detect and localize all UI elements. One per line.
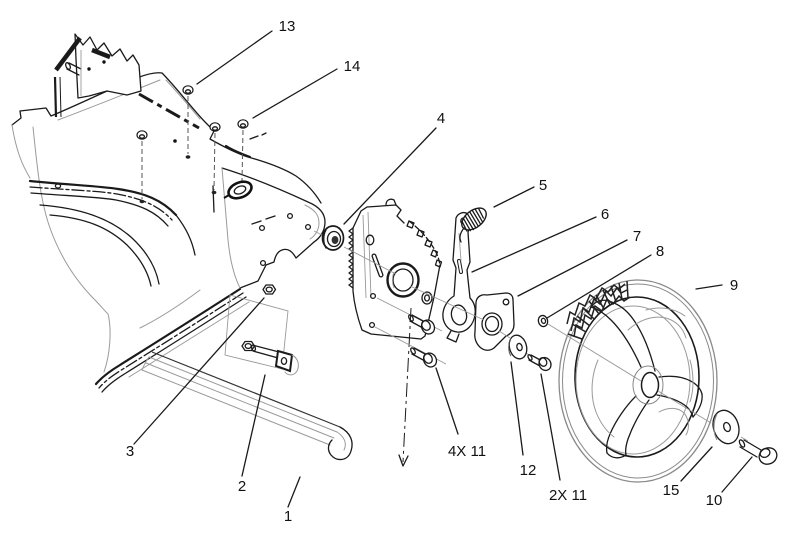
bracket-part7 [474,292,515,351]
callout-leader-8 [546,254,652,319]
bushing-part4 [321,225,345,251]
bolt-2x11 [527,354,552,372]
callout-leader-5 [493,186,535,208]
screw-part14 [237,119,249,182]
callout-leader-14 [252,68,338,119]
callout-label-3: 3 [126,443,134,460]
section-line [398,307,412,467]
callout-leader-2 [241,374,266,477]
height-adjuster-plate [321,198,443,340]
callout-leader-9 [695,284,723,290]
callout-label-10: 10 [706,492,723,509]
callout-leader-7 [517,239,628,297]
callout-label-14: 14 [344,58,361,75]
washer-part8 [537,314,549,328]
rear-skirt-part1 [141,351,353,461]
callout-leader-4x11 [435,367,459,435]
lever-arm-part6 [442,211,476,343]
tire-tread [566,280,631,340]
callout-leader-3 [133,297,265,445]
callout-leader-4 [343,127,437,225]
callout-leader-2x11 [540,373,561,481]
callout-label-7: 7 [633,228,641,245]
carriage-bolt-4x11-a [408,314,436,335]
callout-label-5: 5 [539,177,547,194]
callout-leader-6 [471,216,597,273]
callout-leader-1 [287,476,301,508]
screw-part13 [182,85,194,159]
screw-left [136,130,148,204]
screw-mid [209,122,221,195]
shoulder-screws [136,85,249,204]
rear-wheel-part9 [547,279,718,483]
callouts: 13 14 4 5 6 7 8 9 3 2 1 4X 11 12 2X 11 1… [126,18,753,525]
callout-label-13: 13 [279,18,296,35]
hex-nut-part3 [262,284,277,295]
callout-leader-15 [680,446,713,482]
callout-label-6: 6 [601,206,609,223]
handle-mount-bracket [53,33,142,118]
hub-washer-part15 [712,409,740,445]
callout-label-2x11: 2X 11 [549,487,587,504]
mower-housing-drawing [11,33,326,393]
callout-label-4: 4 [437,110,445,127]
callout-leader-10 [721,456,753,493]
callout-label-12: 12 [520,462,537,479]
callout-label-8: 8 [656,243,664,260]
callout-leader-13 [196,30,273,85]
rod-assembly-part2 [224,294,299,376]
callout-label-9: 9 [730,277,738,294]
callout-label-2: 2 [238,478,246,495]
callout-label-15: 15 [663,482,680,499]
callout-label-1: 1 [284,508,292,525]
callout-label-4x11: 4X 11 [448,443,486,460]
washer-part12 [508,334,528,360]
callout-leader-12 [510,361,524,456]
axle-bolt-part10 [738,436,778,465]
carriage-bolt-4x11-b [410,347,438,368]
cover-grommet [223,180,253,200]
spring-part5 [459,207,487,243]
